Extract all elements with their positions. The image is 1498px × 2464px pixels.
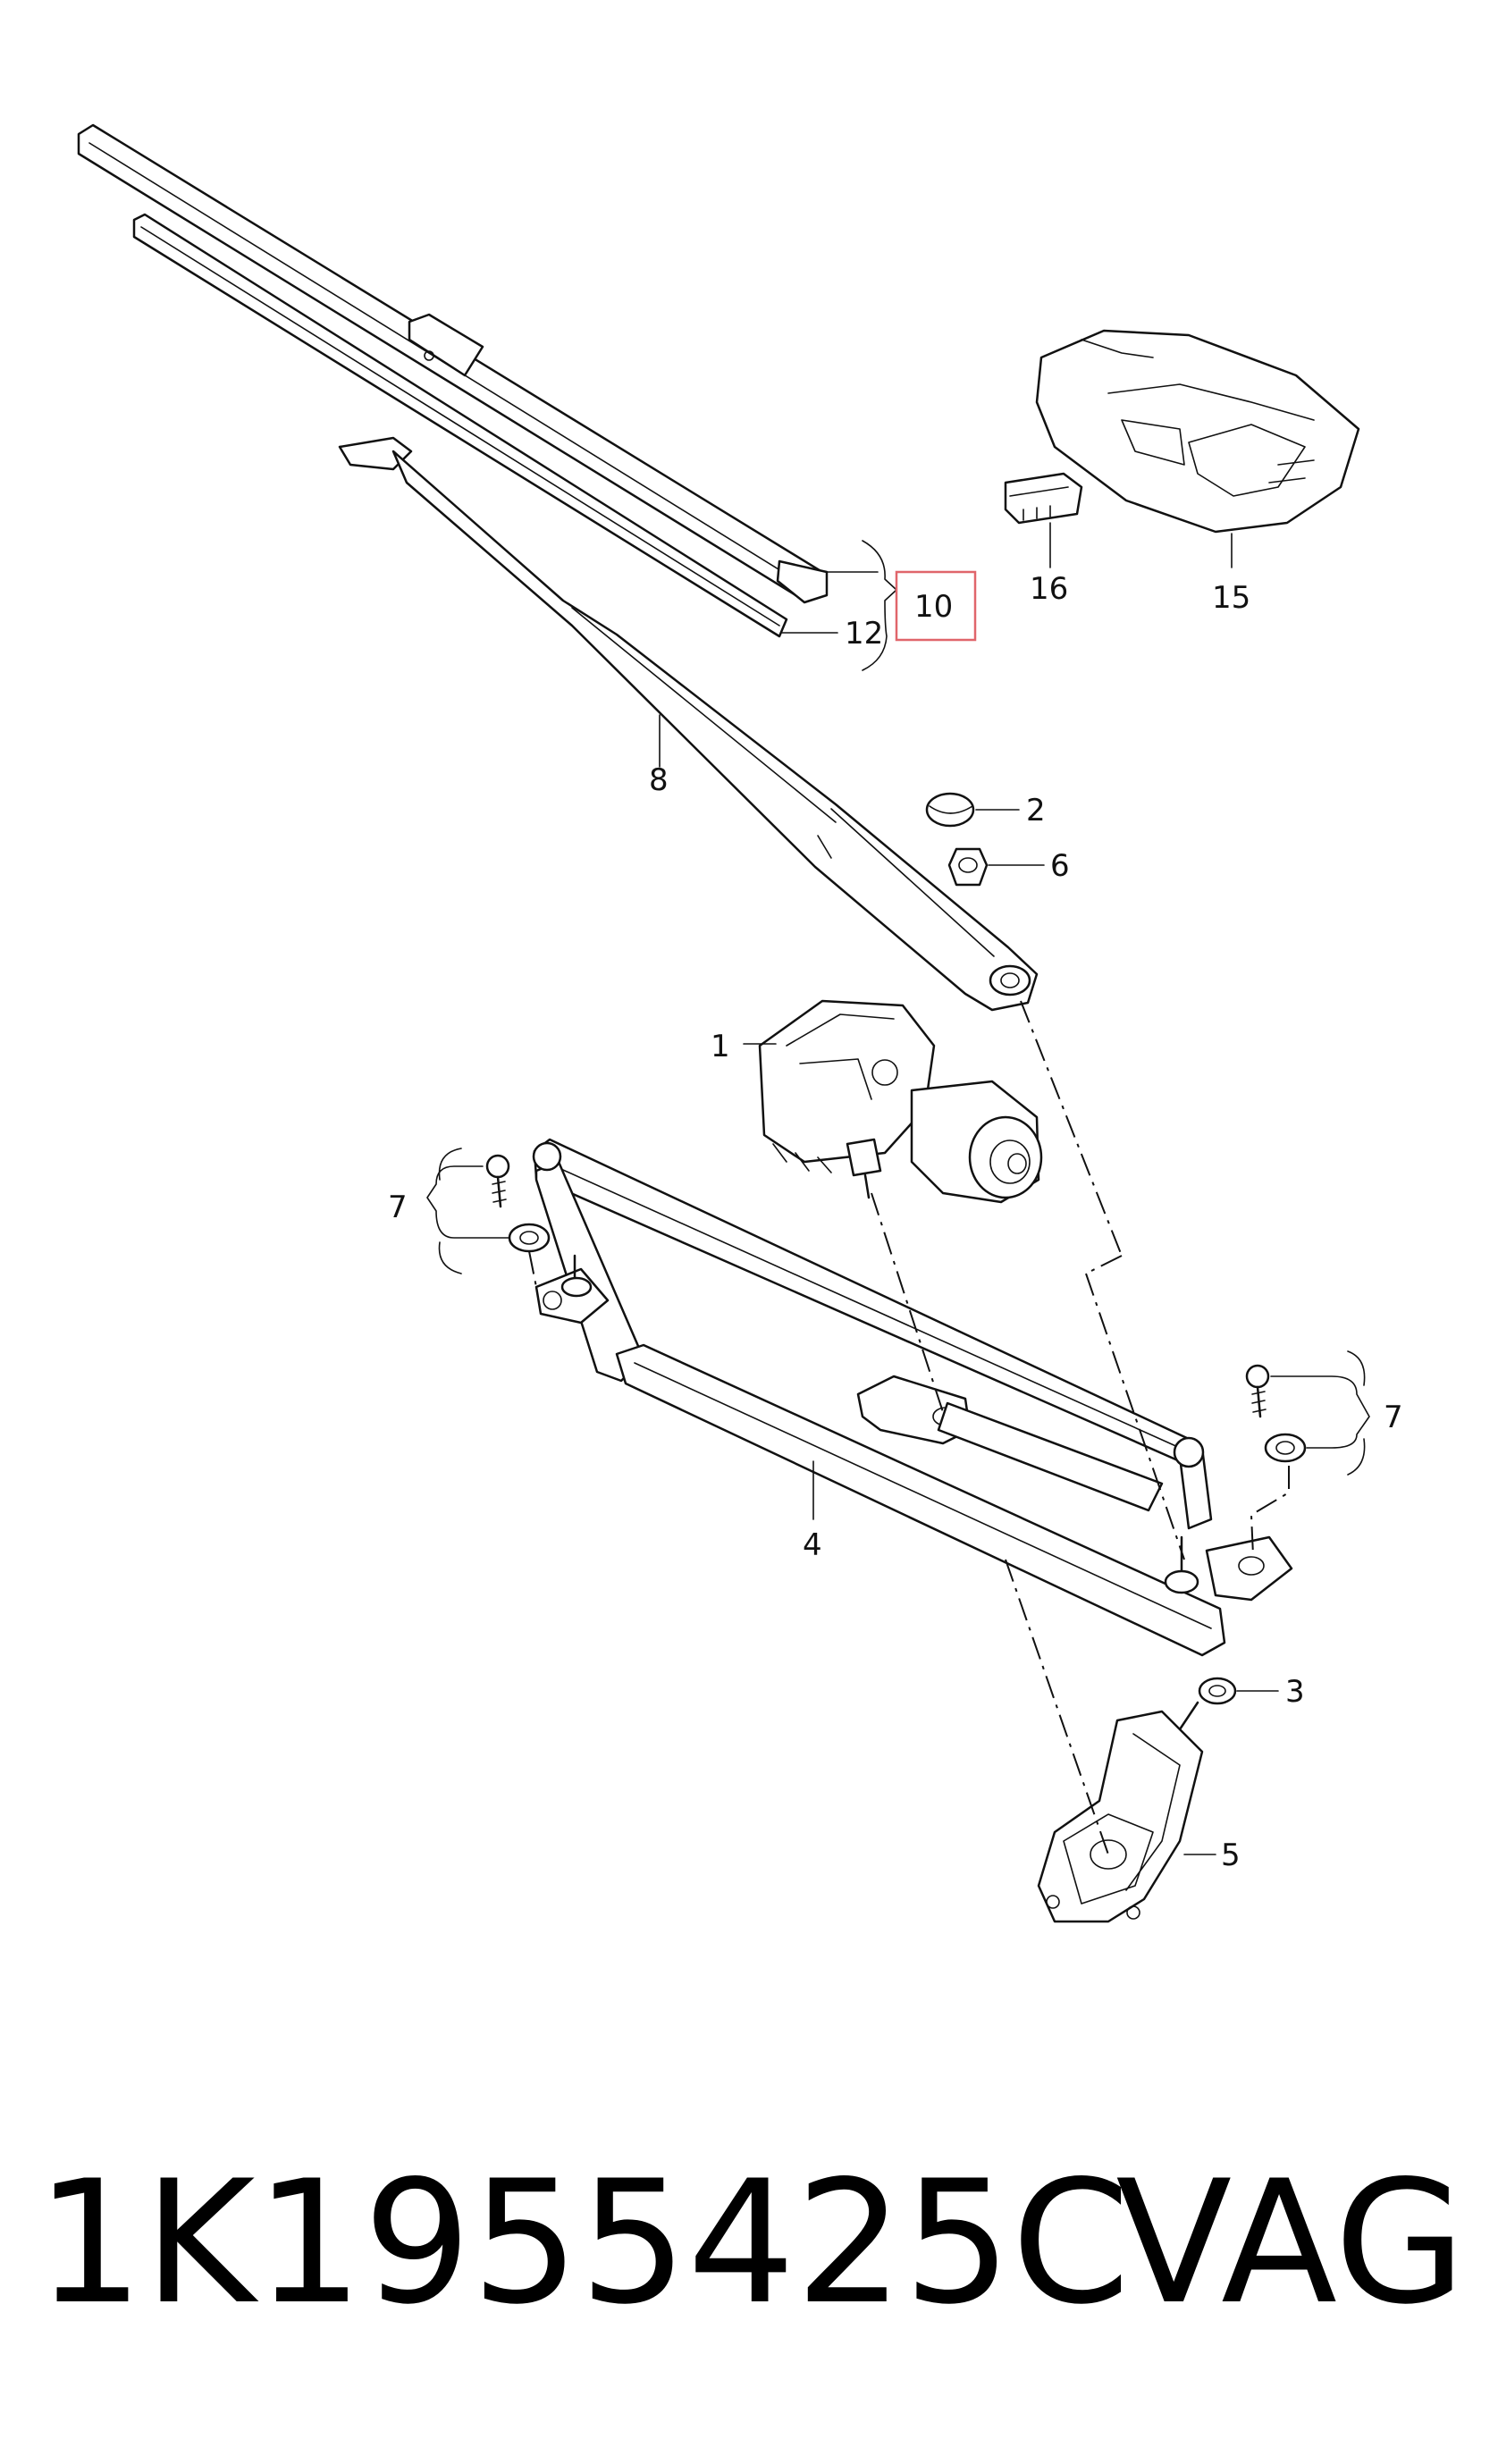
callout-6: 6 xyxy=(1050,848,1070,884)
callout-8: 8 xyxy=(649,762,669,798)
wiper-motor xyxy=(758,999,1043,1204)
bolt-left xyxy=(485,1154,510,1208)
bolt-right xyxy=(1245,1364,1270,1418)
callout-4: 4 xyxy=(803,1527,822,1563)
rain-sensor xyxy=(1035,329,1360,534)
wiper-blade xyxy=(77,123,829,604)
callout-16: 16 xyxy=(1030,571,1068,607)
wiper-refill xyxy=(132,213,788,638)
mounting-bracket xyxy=(1037,1710,1204,1923)
assembly-lines xyxy=(528,1000,1290,1855)
wiper-linkage xyxy=(532,1138,1293,1657)
callout-12: 12 xyxy=(845,616,883,652)
callout-7-right: 7 xyxy=(1384,1400,1403,1435)
highlight-box xyxy=(895,570,977,642)
cap xyxy=(925,792,975,828)
bushing-left xyxy=(508,1223,551,1253)
nut-small xyxy=(1178,1677,1237,1731)
part-number: 1K1955425C xyxy=(36,2144,1131,2342)
connector-plug xyxy=(1004,472,1083,525)
wiper-arm xyxy=(338,436,1039,1012)
callout-3: 3 xyxy=(1285,1674,1305,1710)
brand-name: VAG xyxy=(1115,2144,1466,2342)
leader-lines xyxy=(426,522,1370,1855)
callout-1: 1 xyxy=(711,1029,730,1064)
part-info-footer: 1K1955425C VAG xyxy=(0,2127,1498,2359)
callout-7-left: 7 xyxy=(388,1190,408,1225)
callout-5: 5 xyxy=(1221,1837,1241,1873)
callout-10: 10 xyxy=(914,589,953,625)
exploded-parts-diagram: 1 2 3 4 5 6 7 7 8 10 12 15 16 xyxy=(77,123,1403,1923)
bushing-right xyxy=(1264,1433,1307,1463)
callout-15: 15 xyxy=(1212,580,1250,616)
callout-2: 2 xyxy=(1026,793,1046,828)
nut xyxy=(947,847,989,887)
